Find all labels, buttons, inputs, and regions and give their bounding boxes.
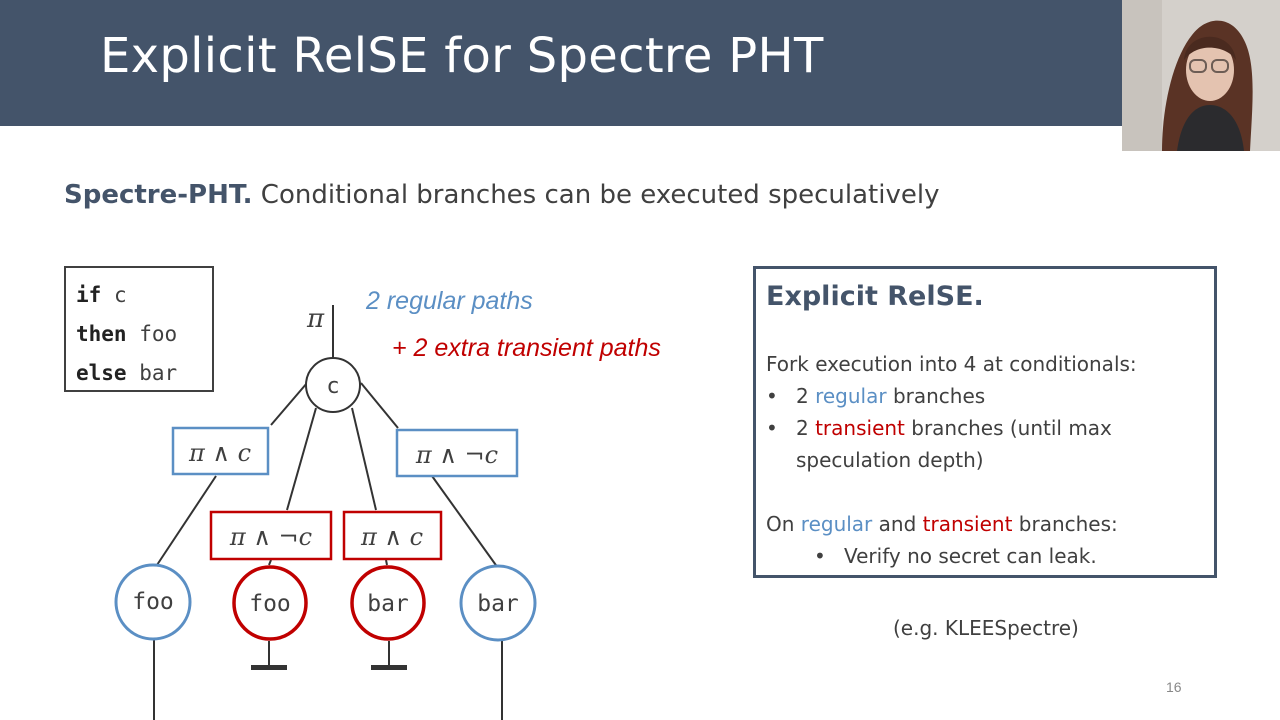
- constraint-box-left-regular: [171, 426, 270, 476]
- regular-keyword: regular: [815, 384, 887, 408]
- constraint-right-transient: π ∧ c: [360, 523, 423, 551]
- title-bar: Explicit RelSE for Spectre PHT: [0, 0, 1280, 126]
- leaf-label: foo: [249, 591, 291, 617]
- info-box-title: Explicit RelSE.: [766, 281, 984, 312]
- subtitle-bold-term: Spectre-PHT.: [64, 180, 253, 210]
- leaf-label: bar: [477, 591, 519, 617]
- regular-paths-annotation: 2 regular paths: [366, 287, 533, 315]
- explicit-relse-box: Explicit RelSE. Fork execution into 4 at…: [753, 266, 1217, 578]
- info-text: and: [872, 512, 923, 536]
- termination-bar-icon: [371, 665, 407, 670]
- subtitle-description: Conditional branches can be executed spe…: [252, 180, 940, 210]
- bullet-item-transient: • 2 transient branches (until max specul…: [766, 412, 1204, 476]
- constraint-box-left-transient: [209, 510, 333, 561]
- transient-keyword: transient: [922, 512, 1013, 536]
- path-condition-label: π: [306, 304, 325, 334]
- info-on-branches: On regular and transient branches:: [766, 508, 1204, 540]
- constraint-box-right-transient: [342, 510, 443, 561]
- edge-root-right-regular: [360, 382, 399, 429]
- sub-bullet-item: • Verify no secret can leak.: [766, 540, 1204, 572]
- code-value: foo: [126, 322, 178, 346]
- presenter-image: [1122, 0, 1280, 151]
- presenter-webcam: [1122, 0, 1280, 151]
- transient-paths-annotation: + 2 extra transient paths: [392, 334, 661, 362]
- info-intro: Fork execution into 4 at conditionals:: [766, 352, 1137, 376]
- tree-edges: [153, 305, 503, 720]
- code-keyword: then: [76, 322, 127, 346]
- bullet-text: 2: [796, 416, 816, 440]
- bullet-icon: •: [766, 384, 778, 408]
- termination-bar-icon: [251, 665, 287, 670]
- page-number: 16: [1166, 679, 1182, 695]
- bullet-text: branches: [886, 384, 986, 408]
- info-text: branches:: [1012, 512, 1118, 536]
- code-line-then: then foo: [76, 315, 212, 354]
- bullet-text: branches (until max speculation depth): [796, 416, 1112, 472]
- sub-bullet-text: Verify no secret can leak.: [844, 544, 1097, 568]
- code-value: c: [101, 283, 127, 307]
- root-node-label: c: [326, 374, 339, 399]
- info-text: On: [766, 512, 801, 536]
- leaf-node-regular-foo: [114, 563, 192, 641]
- constraint-left-transient: π ∧ ¬c: [229, 523, 312, 551]
- constraint-box-right-regular: [395, 428, 519, 478]
- edge-root-left-regular: [270, 382, 308, 426]
- slide-subtitle: Spectre-PHT. Conditional branches can be…: [64, 180, 939, 210]
- footnote: (e.g. KLEESpectre): [893, 616, 1079, 640]
- leaf-label: bar: [367, 591, 409, 617]
- leaf-node-transient-foo: [232, 565, 308, 641]
- edge-root-left-transient: [286, 407, 317, 511]
- bullet-item-regular: • 2 regular branches: [766, 380, 1204, 412]
- edge-left-regular-foo: [154, 475, 217, 569]
- root-node: [305, 357, 361, 413]
- code-line-if: if c: [76, 276, 212, 315]
- constraint-right-regular: π ∧ ¬c: [415, 441, 498, 469]
- leaf-node-regular-bar: [459, 564, 537, 642]
- regular-keyword: regular: [800, 512, 873, 536]
- bullet-icon: •: [766, 416, 778, 440]
- transient-keyword: transient: [815, 416, 905, 440]
- code-keyword: else: [76, 361, 127, 385]
- edge-right-transient-bar: [385, 559, 388, 566]
- code-value: bar: [126, 361, 178, 385]
- bullet-text: 2: [796, 384, 816, 408]
- leaf-label: foo: [132, 589, 174, 615]
- edge-left-transient-foo: [268, 559, 272, 566]
- constraint-left-regular: π ∧ c: [188, 439, 251, 467]
- leaf-node-transient-bar: [350, 565, 426, 641]
- code-keyword: if: [76, 283, 102, 307]
- code-snippet: if c then foo else bar: [64, 266, 214, 392]
- edge-right-regular-bar: [431, 475, 499, 569]
- slide-title: Explicit RelSE for Spectre PHT: [100, 28, 824, 84]
- code-line-else: else bar: [76, 354, 212, 393]
- bullet-icon: •: [814, 544, 826, 568]
- edge-root-right-transient: [351, 407, 377, 511]
